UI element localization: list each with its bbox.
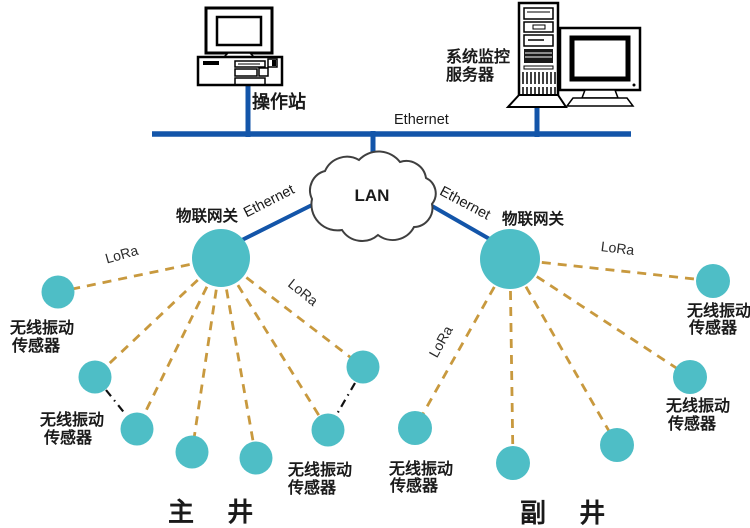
sensor-nodes-right <box>398 264 730 480</box>
sensor-label-line1: 无线振动 <box>39 410 104 429</box>
server-slot-inner <box>532 24 546 30</box>
sensor-labels: 无线振动 传感器 无线振动 传感器 无线振动 传感器 无线振动 传感器 无线振动… <box>9 301 750 497</box>
server-screen <box>569 35 631 82</box>
sensor-label-line2: 传感器 <box>287 478 337 497</box>
server-label-line2: 服务器 <box>446 65 495 84</box>
lan-cloud: LAN <box>309 150 437 242</box>
sensor-nodes-left <box>41 275 380 475</box>
ethernet-backbone: Ethernet <box>152 82 631 160</box>
sensor-node <box>600 428 634 462</box>
gateway-right-label: 物联网关 <box>502 209 565 228</box>
lora-link <box>508 258 619 446</box>
sensor-label-line2: 传感器 <box>43 428 93 447</box>
lora-link <box>509 257 691 379</box>
sensor-node <box>398 411 432 445</box>
sensor-label-line1: 无线振动 <box>665 396 730 415</box>
operator-workstation-icon <box>196 6 284 87</box>
sensor-node <box>41 275 75 309</box>
server-cd-drive <box>523 7 554 20</box>
sensor-label-line1: 无线振动 <box>9 318 74 337</box>
sensor-node <box>496 446 530 480</box>
workstation-case-button-inner <box>272 60 276 66</box>
gateway-left-label: 物联网关 <box>176 206 239 225</box>
lora-link <box>57 256 222 294</box>
lora-label-left-outer: LoRa <box>103 242 140 267</box>
workstation-drive1 <box>234 60 266 68</box>
sensor-label-line1: 无线振动 <box>388 459 453 478</box>
server-slot <box>523 21 554 33</box>
lora-link <box>219 257 330 431</box>
monitoring-server-icon <box>505 1 642 108</box>
lora-label-right-outer: LoRa <box>600 238 635 258</box>
lora-link <box>220 256 364 369</box>
server-vent <box>524 49 553 63</box>
lora-label-right-inner: LoRa <box>426 323 456 360</box>
lora-link <box>94 256 222 379</box>
sensor-node <box>346 350 380 384</box>
server-base <box>505 94 568 108</box>
operator-station-label: 操作站 <box>252 91 306 112</box>
ethernet-bus-label: Ethernet <box>394 112 449 128</box>
ethernet-links <box>229 198 501 248</box>
sensor-node <box>175 435 209 469</box>
workstation-drive2 <box>234 68 258 77</box>
sensor-label-line2: 传感器 <box>11 336 61 355</box>
server-panel <box>523 65 554 70</box>
aux-shaft-label: 副 井 <box>520 498 618 528</box>
server-monitor-base <box>565 97 635 107</box>
server-monitor-stand <box>580 89 620 99</box>
server-monitor-button <box>632 83 636 87</box>
sensor-dashdot-link-mid <box>336 382 356 415</box>
sensor-node <box>696 264 730 298</box>
workstation-drive3 <box>258 67 269 77</box>
sensor-node <box>239 441 273 475</box>
cloud-shape <box>309 150 437 242</box>
sensor-label-line2: 传感器 <box>389 476 439 495</box>
lora-link <box>509 257 714 283</box>
lora-links-right <box>413 257 714 464</box>
sensor-label-line2: 传感器 <box>667 414 717 433</box>
workstation-screen <box>215 15 263 47</box>
gateway-node-left <box>192 229 250 287</box>
lora-links-left <box>57 256 364 459</box>
ethernet-link-right-label: Ethernet <box>437 184 493 224</box>
lora-link <box>219 257 258 459</box>
main-shaft-label: 主 井 <box>168 497 266 527</box>
workstation-case-slot <box>203 61 219 65</box>
server-floppy <box>523 34 554 47</box>
sensor-links <box>105 382 356 416</box>
sensor-node <box>120 412 154 446</box>
sensor-node <box>311 413 345 447</box>
sensor-dashdot-link-left <box>105 389 127 416</box>
lora-link <box>190 257 223 453</box>
ethernet-link-right <box>424 200 501 247</box>
lora-label-left-inner: LoRa <box>285 275 321 309</box>
lora-link <box>508 258 515 464</box>
sensor-label-line1: 无线振动 <box>686 301 750 320</box>
sensor-label-line1: 无线振动 <box>287 460 352 479</box>
workstation-case-button <box>267 58 278 68</box>
gateway-node-right <box>480 229 540 289</box>
lora-link <box>413 258 512 429</box>
sensor-label-line2: 传感器 <box>688 318 738 337</box>
ethernet-link-left <box>229 198 323 248</box>
lan-label: LAN <box>355 186 390 205</box>
sensor-node <box>78 360 112 394</box>
workstation-drive4 <box>234 77 266 86</box>
sensor-node <box>673 360 707 394</box>
server-label-line1: 系统监控 <box>446 47 510 66</box>
